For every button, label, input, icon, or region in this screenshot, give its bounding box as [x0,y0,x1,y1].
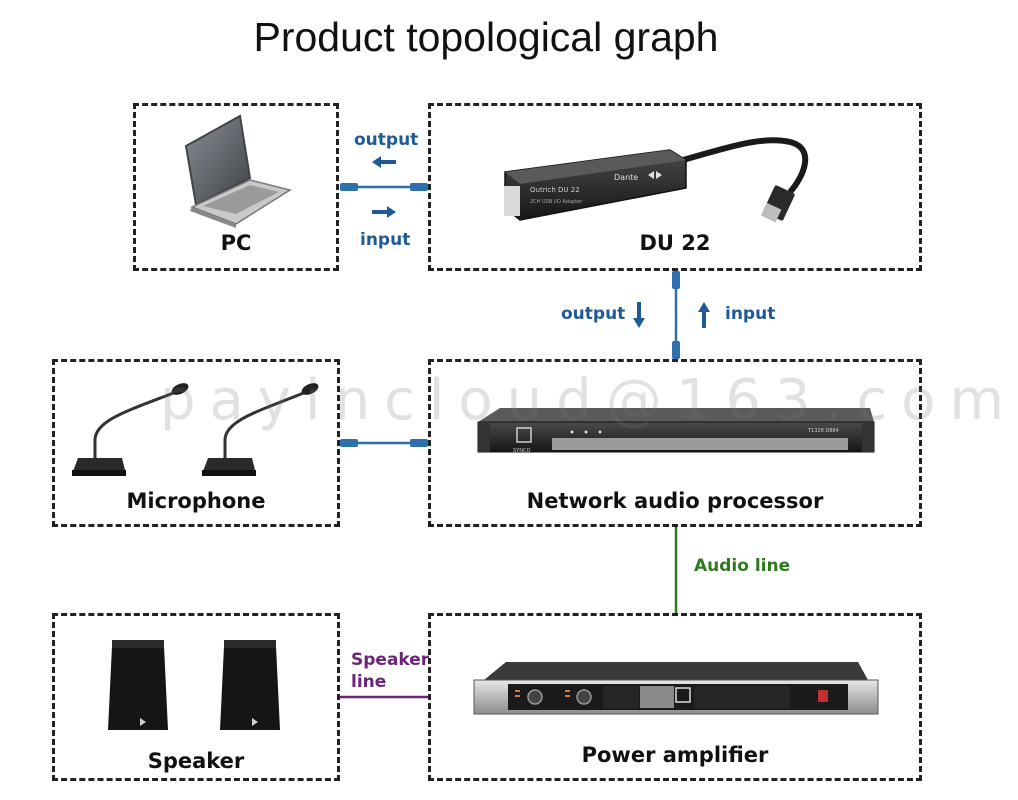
speaker-icon [220,640,280,730]
du-output-label: output [561,304,626,324]
arrow-up-icon [698,302,710,328]
diagram-graphics: Outrich DU 22 2CH USB I/O Adapter Dante [72,114,879,730]
dante-logo-text: Dante [614,173,638,182]
processor-model-text: T1328 D884 [807,428,839,434]
arrow-right-icon [372,206,396,218]
laptop-icon [184,114,292,228]
microphone-icon [72,383,189,476]
pc-label: PC [220,231,252,255]
brand-text: SYNCO [513,448,530,454]
speaker-line-label-1: Speaker [351,650,430,670]
pc-input-label: input [360,230,411,250]
arrow-down-icon [633,302,645,328]
processor-device-icon: SYNCO T1328 D884 [477,408,875,454]
du-input-label: input [725,304,776,324]
du22-model-text: Outrich DU 22 [530,186,580,194]
pc-output-label: output [354,130,419,150]
du22-processor-cable [672,271,680,359]
speaker-label: Speaker [147,749,245,773]
amplifier-device-icon [473,662,879,715]
microphone-icon [202,383,319,476]
audio-line-label: Audio line [694,556,791,576]
processor-box: Network audio processor [428,359,922,527]
speaker-line-label-2: line [351,672,387,692]
processor-label: Network audio processor [526,489,824,513]
arrow-left-icon [372,156,396,168]
du22-sub-text: 2CH USB I/O Adapter [530,199,583,205]
speaker-box: Speaker [52,613,340,781]
microphone-label: Microphone [126,489,266,513]
microphone-box: Microphone [52,359,340,527]
pc-box: PC [133,103,339,271]
amplifier-label: Power amplifier [581,743,769,767]
du22-box: DU 22 [428,103,922,271]
mic-processor-cable [340,439,428,447]
speaker-icon [108,640,168,730]
du22-adapter-icon: Outrich DU 22 2CH USB I/O Adapter Dante [504,137,809,223]
page-title: Product topological graph [253,14,719,60]
du22-label: DU 22 [639,231,711,255]
amplifier-box: Power amplifier [428,613,922,781]
watermark: payincloud@163.com [160,368,1018,433]
pc-du22-cable [340,183,428,191]
